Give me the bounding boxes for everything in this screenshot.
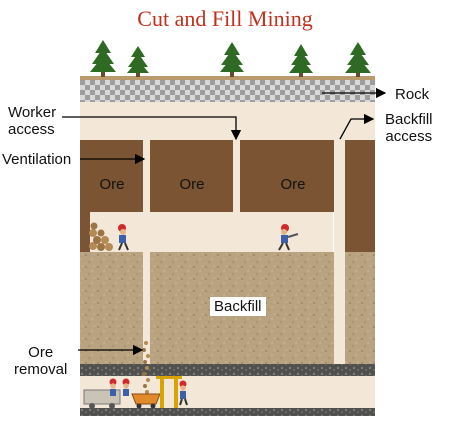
rock-layer: [80, 80, 375, 102]
ore-block: [80, 212, 90, 252]
backfill-access-shaft-lower: [334, 252, 345, 364]
backfill-access-label-line1: Backfill: [385, 111, 433, 128]
ventilation-label: Ventilation: [2, 151, 72, 168]
backfill-access-shaft: [334, 140, 345, 252]
ground-surface: [80, 76, 375, 80]
working-stope: [90, 212, 333, 252]
backfill-access-label-line2: access: [385, 128, 433, 145]
diagram-title: Cut and Fill Mining: [137, 6, 313, 31]
miner-icon: [109, 378, 117, 396]
ore-label: Ore: [99, 176, 125, 193]
ore-block: [345, 140, 375, 252]
ore-removal-label-line2: removal: [14, 361, 68, 378]
tree-icon: [90, 40, 116, 77]
rock-label: Rock: [395, 86, 430, 103]
ore-pass: [143, 252, 150, 364]
miner-icon: [118, 224, 129, 251]
ore-removal-label: Ore removal: [14, 344, 67, 378]
miner-icon: [122, 378, 130, 396]
tree-icon: [345, 42, 371, 77]
support-post: [174, 378, 178, 408]
gravel-band-bottom: [80, 408, 375, 416]
support-beam: [156, 376, 182, 379]
ventilation-shaft: [143, 140, 150, 212]
worker-access-label-line2: access: [8, 121, 55, 138]
access-zone: [80, 102, 375, 140]
ore-removal-label-line1: Ore: [28, 344, 54, 361]
ore-cart-icon: [131, 393, 161, 409]
support-post: [160, 378, 164, 408]
worker-access-arrow: [62, 116, 242, 141]
ore-label: Ore: [179, 176, 205, 193]
worker-access-shaft: [233, 140, 240, 212]
miner-icon: [278, 224, 299, 251]
tree-icon: [289, 44, 313, 77]
ore-block: [150, 140, 233, 212]
ore-block: [240, 140, 334, 212]
gravel-band: [80, 364, 375, 376]
backfill-access-label: Backfill access: [385, 111, 433, 145]
miner-icon: [179, 380, 188, 406]
worker-access-label-line1: Worker: [8, 104, 57, 121]
backfill-label: Backfill: [210, 297, 266, 316]
tree-icon: [220, 42, 244, 77]
tree-icon: [127, 46, 149, 77]
ore-block: [80, 140, 143, 212]
worker-access-label: Worker access: [8, 104, 56, 138]
backfill-access-arrow: [339, 113, 375, 140]
ore-pile: [89, 222, 113, 251]
ore-label: Ore: [280, 176, 306, 193]
